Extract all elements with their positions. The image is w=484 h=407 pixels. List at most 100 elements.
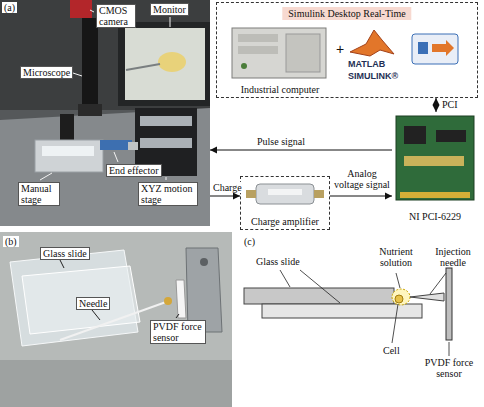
leader-line — [114, 152, 118, 162]
amplifier-connector — [246, 190, 256, 198]
connector — [404, 156, 464, 166]
stage-plate — [140, 138, 192, 148]
leader-lines — [280, 270, 449, 356]
wall — [0, 0, 210, 110]
cell — [395, 295, 403, 303]
amplifier-connector — [314, 190, 324, 198]
leader-line — [60, 260, 64, 268]
part-label: PVDF force sensor — [420, 357, 478, 379]
part-label: Cell — [383, 345, 400, 356]
signal-arrow — [433, 98, 440, 112]
monitor-screen — [125, 28, 205, 100]
nutrient-drop — [392, 289, 410, 305]
stage-plate — [140, 116, 192, 126]
leader-line — [300, 270, 340, 303]
part-label: Injection needle — [428, 246, 478, 268]
daq-card: NI PCI-6229 — [392, 112, 478, 224]
part-label: Glass slide — [40, 247, 90, 260]
node-text: (a) — [2, 2, 17, 13]
objective — [78, 104, 102, 116]
node-text: NI PCI-6229 — [407, 211, 463, 222]
manual-stage — [35, 140, 103, 172]
screen-needle — [126, 64, 160, 70]
leader-line — [280, 270, 290, 287]
photo-ground — [0, 0, 210, 226]
part-label: Glass slide — [256, 256, 300, 267]
node-text: Charge amplifier — [249, 216, 321, 227]
arrow-line — [210, 150, 392, 151]
chip — [436, 130, 466, 142]
node-text: Simulink Desktop Real-Time — [282, 7, 411, 20]
camera — [70, 0, 92, 18]
injection-needle — [410, 293, 444, 301]
monitor — [118, 22, 210, 106]
part-label: Manual stage — [18, 182, 60, 206]
part-label: End effector — [106, 164, 162, 177]
leader-line — [40, 173, 52, 180]
amplifier-box: Charge amplifier — [240, 176, 330, 230]
part-label: Microscope — [20, 66, 73, 79]
arrow-head — [433, 98, 440, 105]
leader-line — [166, 177, 167, 180]
signal-label: PCI — [441, 99, 459, 110]
leader-line — [449, 342, 450, 356]
pvdf-sensor — [446, 268, 452, 340]
part-label: Needle — [76, 297, 110, 310]
simulink-logo — [412, 34, 458, 64]
microscope — [82, 18, 98, 110]
arrow-head — [385, 193, 392, 200]
part-label: CMOS camera — [96, 4, 136, 28]
panel-letter: (b) — [3, 236, 19, 247]
photo-ground — [0, 232, 232, 407]
table — [0, 108, 210, 226]
simulink-block — [418, 42, 428, 54]
signal-arrow — [210, 147, 392, 154]
leader-line — [392, 304, 398, 343]
arrow-head — [433, 105, 440, 112]
leader-lines — [40, 10, 170, 180]
leader-line — [396, 273, 400, 288]
arrow-line — [330, 196, 392, 197]
end-effector — [100, 140, 132, 150]
part-label: PVDF force sensor — [150, 320, 206, 344]
signal-arrow — [210, 193, 240, 200]
system-group: Simulink Desktop Real-TimeIndustrial com… — [216, 2, 478, 98]
stage-slide — [42, 146, 94, 156]
leader-line — [73, 73, 82, 76]
drive-bay — [238, 46, 278, 54]
leader-line — [176, 314, 179, 318]
part-label: Monitor — [150, 3, 189, 16]
signal-label: Charge — [212, 182, 243, 193]
signal-arrow — [330, 193, 392, 200]
bench — [0, 360, 232, 407]
amplifier-body — [256, 184, 314, 204]
signal-label: Analog voltage signal — [332, 168, 392, 190]
node-text: Industrial computer — [239, 84, 322, 95]
pvdf-film — [176, 280, 186, 318]
leader-line — [430, 273, 446, 294]
amplifier-label — [268, 189, 302, 195]
matlab-logo — [350, 30, 394, 56]
plus-sign: + — [336, 42, 344, 57]
chip — [404, 126, 426, 144]
logo-text: SIMULINK® — [348, 72, 398, 82]
screen-cell — [158, 52, 186, 72]
logo-text: MATLAB — [348, 60, 385, 70]
leader-line — [90, 10, 94, 12]
effector-mount — [128, 142, 138, 150]
arrow-head — [210, 147, 217, 154]
leader-line — [170, 17, 171, 27]
drive-bay — [238, 34, 278, 42]
front-panel — [286, 34, 320, 72]
pci-edge — [400, 192, 470, 198]
leader-line — [92, 310, 100, 320]
panel-letter: (c) — [244, 236, 255, 247]
needle-hub — [164, 297, 172, 305]
leader-lines — [60, 260, 179, 320]
pcb-card — [396, 116, 474, 200]
part-label: XYZ motion stage — [138, 182, 198, 206]
glass-slide-top — [244, 288, 394, 304]
simulink-arrow — [432, 40, 454, 56]
part-label: Nutrient solution — [372, 246, 420, 268]
